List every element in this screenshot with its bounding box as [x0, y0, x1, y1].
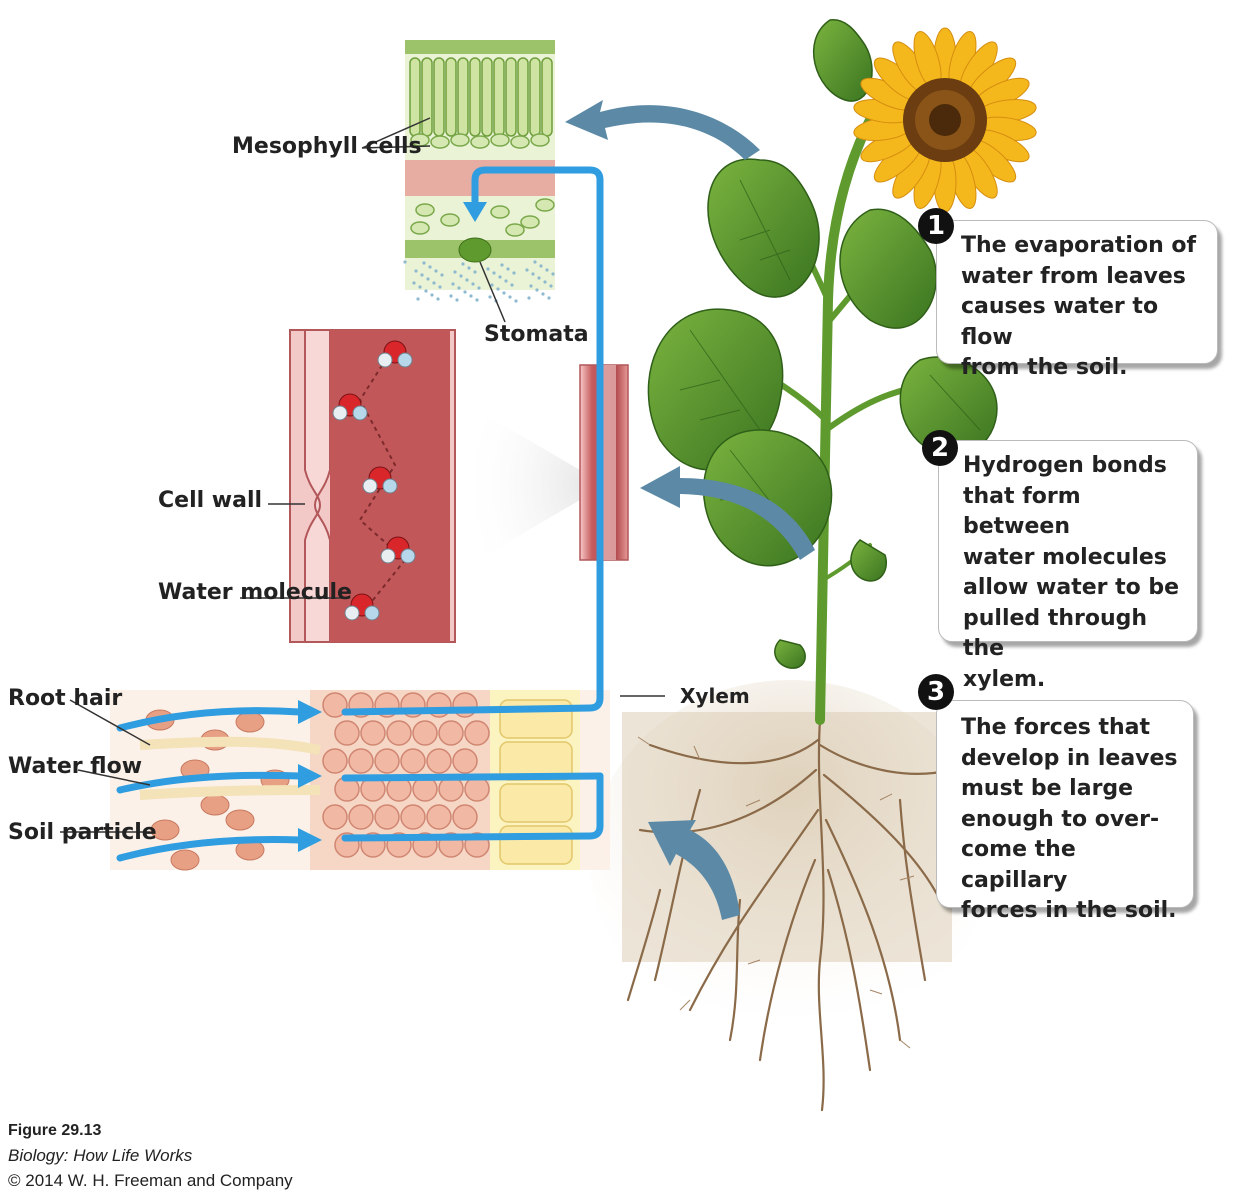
water-flow-arrowheads	[298, 202, 487, 852]
step-3-badge: 3	[918, 674, 954, 710]
step-2-badge: 2	[922, 430, 958, 466]
figure-number: Figure 29.13	[8, 1122, 102, 1139]
step-1-box: The evaporation of water from leaves cau…	[936, 220, 1218, 380]
zoom-beam	[460, 400, 580, 570]
xylem-strip	[579, 364, 629, 561]
water-molecule-label: Water molecule	[158, 580, 352, 605]
leader-lines	[60, 117, 665, 833]
root-hair-label: Root hair	[8, 686, 123, 711]
step-1-text: The evaporation of water from leaves cau…	[961, 233, 1197, 380]
sunflower-head	[853, 27, 1037, 213]
step-1-badge: 1	[918, 208, 954, 244]
root-system	[626, 718, 952, 1112]
xylem-label: Xylem	[680, 684, 750, 708]
leaf-cross-section	[403, 40, 555, 303]
cell-wall-label: Cell wall	[158, 488, 263, 513]
water-flow-label: Water flow	[8, 754, 143, 779]
stomata-label: Stomata	[484, 322, 589, 347]
plant-leaves	[647, 19, 998, 669]
soil-area	[590, 680, 990, 1040]
soil-particle-label: Soil particle	[8, 820, 157, 845]
pointer-arrows	[565, 100, 815, 920]
step-2-text: Hydrogen bonds that form between water m…	[963, 453, 1180, 692]
copyright-notice: © 2014 W. H. Freeman and Company	[8, 1171, 293, 1190]
mesophyll-label: Mesophyll cells	[232, 134, 422, 159]
water-flow-path	[116, 166, 604, 862]
xylem-zoom	[289, 329, 456, 643]
step-3-box: The forces that develop in leaves must b…	[936, 700, 1194, 923]
step-3-text: The forces that develop in leaves must b…	[961, 715, 1178, 923]
book-title: Biology: How Life Works	[8, 1146, 193, 1165]
step-2-box: Hydrogen bonds that form between water m…	[938, 440, 1198, 692]
